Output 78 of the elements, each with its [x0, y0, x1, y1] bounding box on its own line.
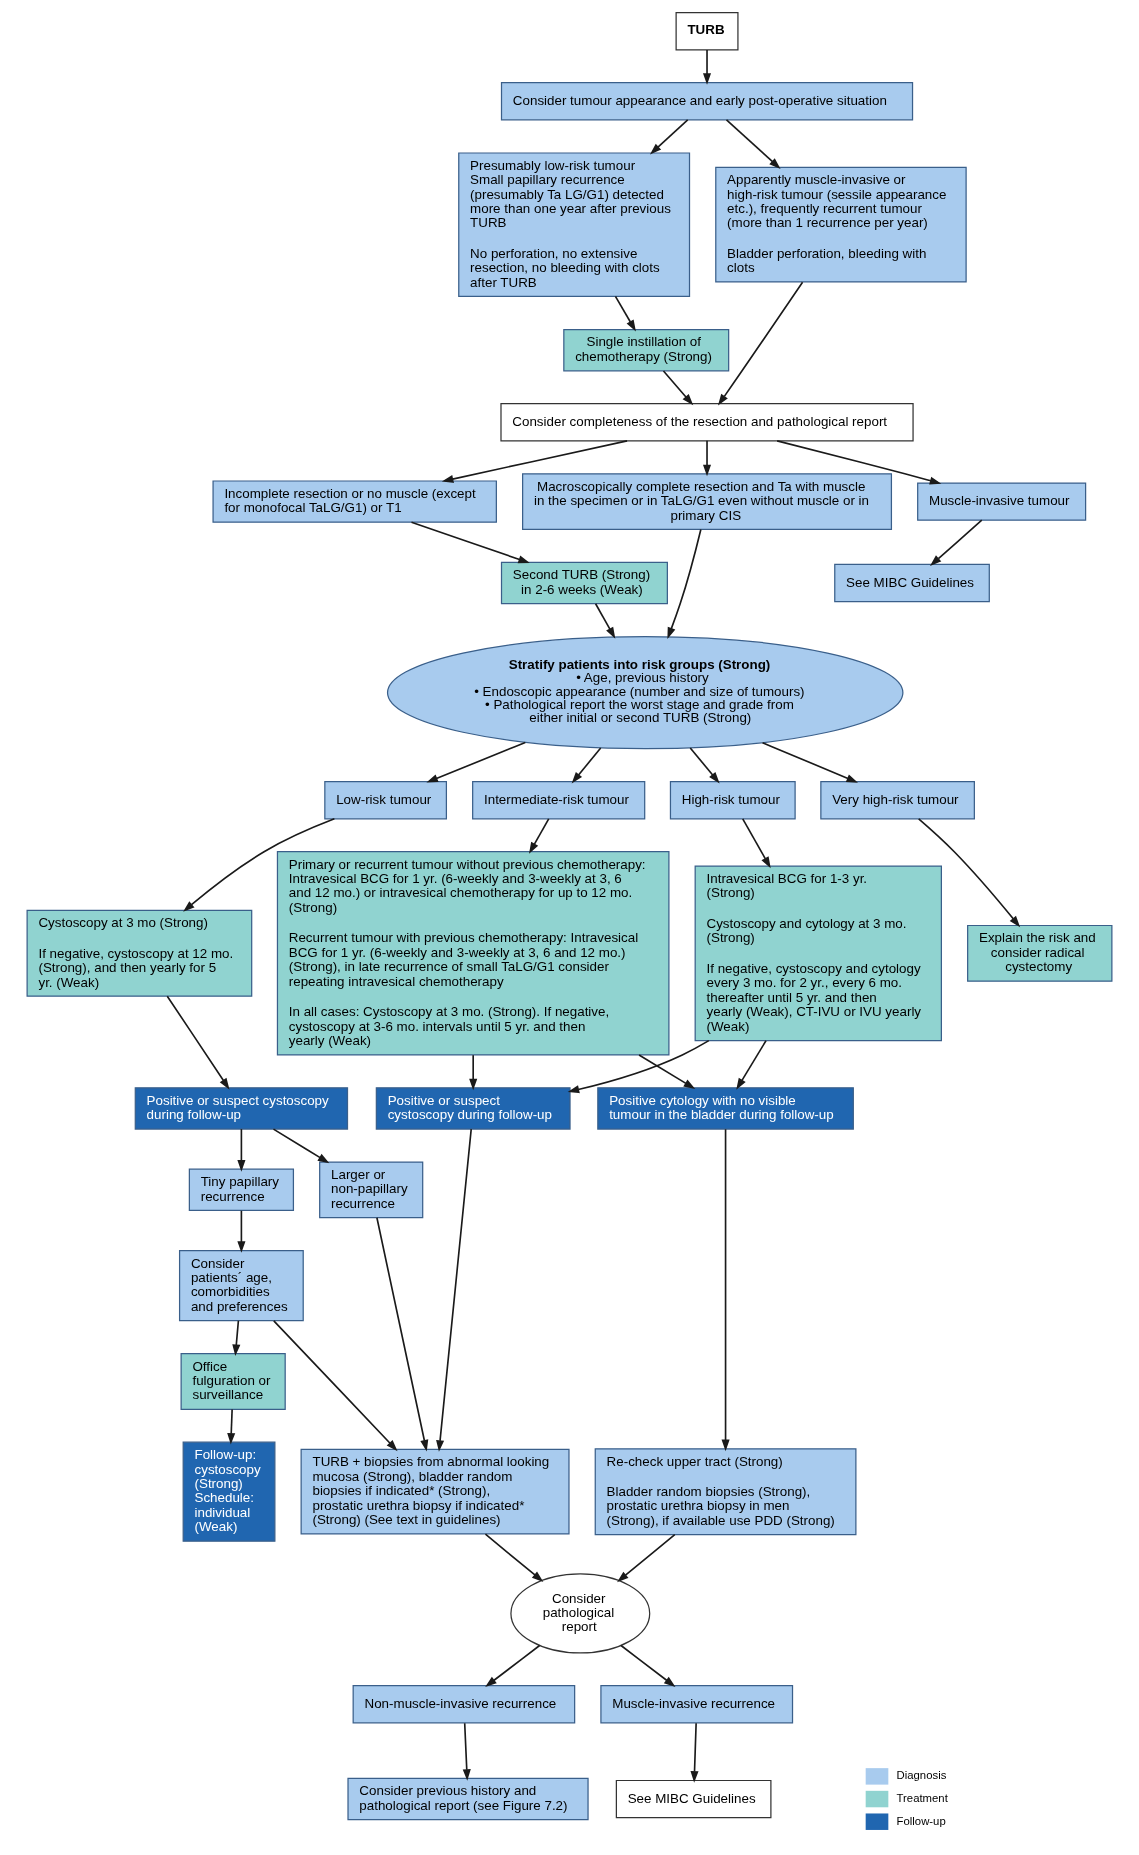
- node-box: TURB + biopsies from abnormal looking mucosa (Strong), bladder random biopsies if indicated* (Strong), prostatic urethra biopsy if indicated* (Strong) (See text in guidelines): [300, 1448, 570, 1535]
- arrow: [571, 747, 602, 784]
- node-box: Very high-risk tumour: [820, 781, 975, 820]
- node-ellipse: Stratify patients into risk groups (Strong) • Age, previous history • Endoscopic appearance (number and size of tumours) • Pathological report the worst stage and grade from either initial or second TURB (Strong): [386, 636, 904, 750]
- arrow: [376, 1216, 429, 1452]
- arrow: [717, 281, 804, 406]
- node-box: Consider patients´ age, comorbidities and preferences: [178, 1250, 304, 1322]
- arrow: [529, 818, 550, 854]
- arrow: [594, 602, 616, 639]
- node-box: Intravesical BCG for 1-3 yr. (Strong) Cystoscopy and cytology at 3 mo. (Strong) If negative, cystoscopy and cytology every 3 mo. for 2 yr., every 6 mo. thereafter until 5 yr. and then yearly (Weak), CT-IVU or IVU yearly (Weak): [694, 865, 942, 1042]
- arrow: [441, 440, 628, 483]
- arrow: [183, 818, 336, 912]
- arrow: [667, 528, 702, 639]
- arrow: [690, 1722, 699, 1783]
- arrow: [272, 1128, 330, 1164]
- node-box: High-risk tumour: [669, 781, 796, 820]
- node-box: Tiny papillary recurrence: [188, 1168, 295, 1212]
- arrow: [227, 1408, 236, 1445]
- node-box: Muscle-invasive recurrence: [600, 1685, 794, 1724]
- arrow: [930, 519, 983, 567]
- node-box: See MIBC Guidelines: [615, 1779, 772, 1819]
- arrow: [436, 1128, 473, 1452]
- arrow: [614, 295, 636, 332]
- arrow: [237, 1209, 246, 1253]
- arrow: [736, 1039, 767, 1090]
- node-box: Larger or non-papillary recurrence: [319, 1161, 424, 1219]
- arrow: [776, 440, 942, 485]
- node-box: Follow-up: cystoscopy (Strong) Schedule: individual (Weak): [182, 1441, 276, 1542]
- node-box: Single instillation of chemotherapy (Strong): [563, 328, 730, 372]
- node-box: Consider completeness of the resection and pathological report: [500, 403, 914, 442]
- arrow: [617, 1533, 676, 1583]
- arrow: [662, 370, 694, 406]
- arrow: [721, 1128, 730, 1452]
- arrow: [273, 1320, 398, 1452]
- arrow: [410, 521, 530, 564]
- arrow: [702, 49, 712, 85]
- arrow: [237, 1128, 246, 1172]
- node-box: Explain the risk and consider radical cystectomy: [967, 924, 1113, 982]
- arrow: [649, 119, 689, 155]
- legend-label: Treatment: [896, 1791, 948, 1804]
- arrow: [725, 119, 781, 169]
- arrow: [638, 1054, 696, 1090]
- node-box: Low-risk tumour: [324, 781, 447, 820]
- arrow: [469, 1054, 478, 1091]
- node-box: Re-check upper tract (Strong) Bladder random biopsies (Strong), prostatic urethra biopsy in men (Strong), if available use PDD (Strong): [594, 1448, 857, 1536]
- node-box: Consider previous history and pathological report (see Figure 7.2): [347, 1777, 589, 1821]
- arrow: [702, 440, 712, 477]
- node-box: Muscle-invasive tumour: [917, 482, 1087, 521]
- arrow: [689, 747, 720, 784]
- node-box: Positive or suspect cystoscopy during follow-up: [375, 1087, 571, 1130]
- node-box: Intermediate-risk tumour: [472, 781, 646, 820]
- legend-label: Follow-up: [896, 1814, 946, 1827]
- arrow: [741, 818, 771, 869]
- arrow: [761, 741, 858, 783]
- arrow: [232, 1319, 241, 1356]
- arrow: [166, 995, 230, 1090]
- node-box: Apparently muscle-invasive or high-risk tumour (sessile appearance etc.), frequently recurrent tumour (more than 1 recurrence per year) Bladder perforation, bleeding with clots: [715, 166, 967, 283]
- arrow: [567, 1039, 710, 1094]
- node-box: Positive cytology with no visible tumour in the bladder during follow-up: [597, 1087, 854, 1130]
- arrow: [917, 818, 1021, 928]
- node-box: TURB: [675, 12, 739, 51]
- node-box: Macroscopically complete resection and Ta with muscle in the specimen or in TaLG/G1 even without muscle or in primary CIS: [522, 473, 893, 531]
- node-box: Second TURB (Strong) in 2-6 weeks (Weak): [500, 561, 668, 605]
- node-box: Cystoscopy at 3 mo (Strong) If negative, cystoscopy at 12 mo. (Strong), and then yearly for 5 yr. (Weak): [26, 909, 253, 997]
- node-box: Primary or recurrent tumour without previous chemotherapy: Intravesical BCG for 1 yr. (6-weekly and 3-weekly at 3, 6 and 12 mo.) or intravesical chemotherapy for up to 12 mo. (Strong) Recurrent tumour with previous chemotherapy: Intravesical BCG for 1 yr. (6-weekly and 3-weekly at 3, 6 and 12 mo.) (Strong), in late recurrence of small TaLG/G1 consider repeating intravesical chemotherapy In all cases: Cystoscopy at 3 mo. (Strong). If negative, cystoscopy at 3-6 mo. intervals until 5 yr. and then yearly (Weak): [276, 851, 670, 1056]
- node-box: Non-muscle-invasive recurrence: [352, 1685, 576, 1724]
- node-box: Incomplete resection or no muscle (except for monofocal TaLG/G1) or T1: [212, 480, 497, 523]
- arrow: [426, 741, 527, 783]
- node-box: Presumably low-risk tumour Small papillary recurrence (presumably Ta LG/G1) detected more than one year after previous TURB No perforation, no extensive resection, no bleeding with clots after TURB: [458, 152, 691, 297]
- arrow: [462, 1722, 471, 1781]
- node-box: Consider tumour appearance and early post-operative situation: [500, 82, 914, 121]
- node-box: Office fulguration or surveillance: [180, 1353, 286, 1410]
- legend-label: Diagnosis: [896, 1769, 947, 1782]
- node-box: See MIBC Guidelines: [834, 563, 990, 603]
- arrow: [485, 1644, 541, 1688]
- node-box: Positive or suspect cystoscopy during follow-up: [134, 1087, 349, 1130]
- arrow: [484, 1533, 544, 1582]
- arrow: [620, 1644, 676, 1688]
